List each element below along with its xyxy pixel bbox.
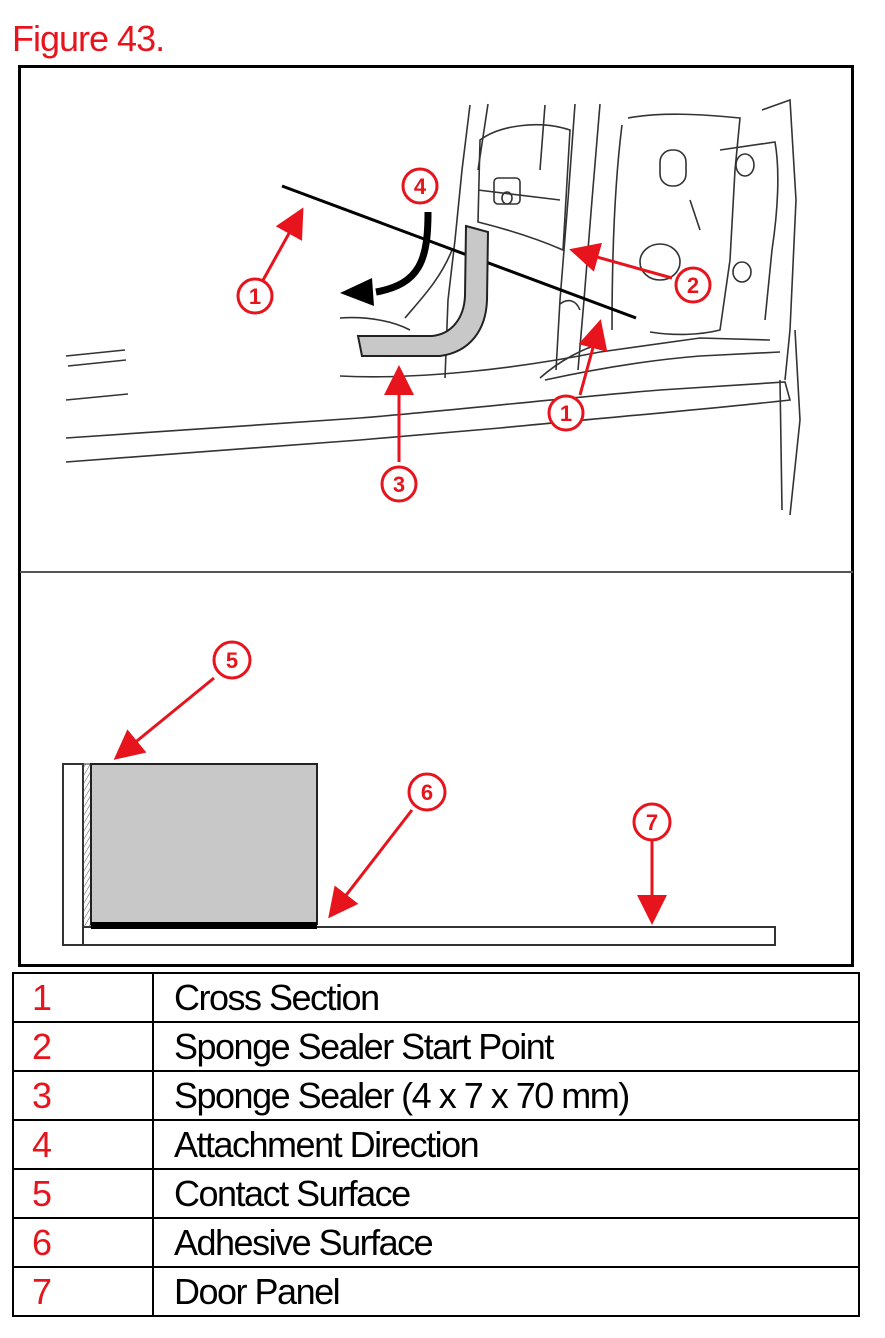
attachment-direction-arrow <box>375 211 432 296</box>
legend-label: Sponge Sealer (4 x 7 x 70 mm) <box>152 1070 860 1121</box>
sealer-block <box>90 763 318 925</box>
legend-row: 5 Contact Surface <box>12 1168 860 1219</box>
attachment-arrowhead <box>340 278 374 306</box>
legend-number: 5 <box>12 1168 154 1219</box>
legend-number: 1 <box>12 972 154 1023</box>
callout-1a: 1 <box>236 277 274 315</box>
legend-number: 2 <box>12 1021 154 1072</box>
contact-surface-hatch <box>82 763 92 928</box>
legend-row: 4 Attachment Direction <box>12 1119 860 1170</box>
legend-row: 2 Sponge Sealer Start Point <box>12 1021 860 1072</box>
svg-text:1: 1 <box>249 284 261 309</box>
callout-7: 7 <box>632 802 672 842</box>
legend-label: Sponge Sealer Start Point <box>152 1021 860 1072</box>
legend-number: 7 <box>12 1266 154 1317</box>
svg-text:6: 6 <box>421 780 433 805</box>
callout-4: 4 <box>401 167 439 205</box>
legend-number: 3 <box>12 1070 154 1121</box>
legend-label: Attachment Direction <box>152 1119 860 1170</box>
legend-table: 1 Cross Section 2 Sponge Sealer Start Po… <box>12 972 860 1317</box>
door-panel-plate <box>62 926 776 946</box>
legend-label: Contact Surface <box>152 1168 860 1219</box>
callout-5: 5 <box>212 640 252 680</box>
svg-text:2: 2 <box>687 273 699 298</box>
svg-text:5: 5 <box>226 648 238 673</box>
legend-label: Door Panel <box>152 1266 860 1317</box>
svg-text:7: 7 <box>646 810 658 835</box>
legend-number: 4 <box>12 1119 154 1170</box>
callout-1b: 1 <box>547 394 585 432</box>
svg-text:3: 3 <box>393 472 405 497</box>
callout-6: 6 <box>407 772 447 812</box>
door-frame-linework <box>65 98 801 516</box>
cross-section-line <box>281 184 637 320</box>
legend-label: Adhesive Surface <box>152 1217 860 1268</box>
callout-3: 3 <box>380 465 418 503</box>
callout-2: 2 <box>674 266 712 304</box>
adhesive-strip <box>91 922 317 929</box>
svg-text:4: 4 <box>414 174 427 199</box>
legend-row: 1 Cross Section <box>12 972 860 1023</box>
figure-title: Figure 43. <box>12 18 165 59</box>
sponge-sealer-shape <box>356 224 490 357</box>
diagram-frame <box>18 65 854 967</box>
legend-row: 7 Door Panel <box>12 1266 860 1317</box>
legend-label: Cross Section <box>152 972 860 1023</box>
svg-text:1: 1 <box>560 401 572 426</box>
contact-plate <box>62 763 84 946</box>
legend-number: 6 <box>12 1217 154 1268</box>
legend-row: 3 Sponge Sealer (4 x 7 x 70 mm) <box>12 1070 860 1121</box>
diagram-illustration: 1 1 2 3 4 5 6 7 <box>20 98 853 946</box>
legend-row: 6 Adhesive Surface <box>12 1217 860 1268</box>
